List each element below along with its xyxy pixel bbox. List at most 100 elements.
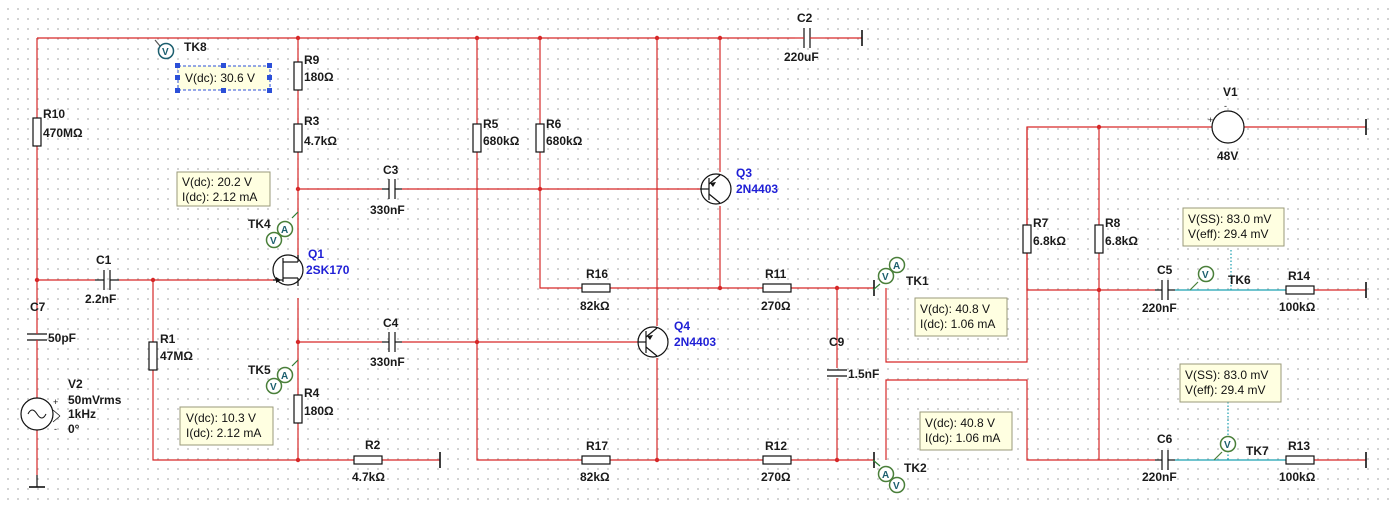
label-v2-frequency: 1kHz [68, 407, 96, 421]
probe-label-tk2: TK2 [904, 461, 927, 475]
resistor-r12[interactable] [762, 455, 792, 465]
label-r7-ref: R7 [1033, 216, 1049, 230]
dc-source-v1[interactable]: - + [1208, 101, 1245, 144]
label-c2-ref: C2 [797, 11, 813, 25]
resistor-r7[interactable] [1022, 224, 1032, 254]
probe-readout-tk6[interactable]: V(SS): 83.0 mV V(eff): 29.4 mV [1182, 207, 1285, 247]
svg-text:I(dc): 1.06 mA: I(dc): 1.06 mA [920, 317, 995, 331]
resistor-r11[interactable] [762, 283, 792, 293]
label-c7-ref: C7 [30, 300, 46, 314]
svg-text:I(dc): 1.06 mA: I(dc): 1.06 mA [925, 431, 1000, 445]
label-v1-value: 48V [1217, 149, 1238, 163]
resistor-r13[interactable] [1285, 455, 1315, 465]
label-c2-value: 220uF [784, 50, 819, 64]
svg-text:A: A [281, 371, 288, 382]
label-v2-ref: V2 [68, 377, 83, 391]
svg-text:V(SS): 83.0 mV: V(SS): 83.0 mV [1185, 368, 1268, 382]
resistor-r14[interactable] [1285, 285, 1315, 295]
capacitor-c5[interactable] [1155, 280, 1175, 300]
svg-text:V(dc): 30.6 V: V(dc): 30.6 V [185, 71, 255, 85]
probe-icon-tk2[interactable]: A V [872, 459, 906, 494]
label-r14-value: 100kΩ [1279, 300, 1316, 314]
wires [36, 37, 1366, 475]
probe-label-tk7: TK7 [1246, 444, 1269, 458]
svg-text:-: - [54, 424, 57, 434]
label-r11-value: 270Ω [761, 299, 791, 313]
resistor-r5[interactable] [472, 123, 482, 153]
label-r13-ref: R13 [1288, 439, 1310, 453]
label-r2-value: 4.7kΩ [352, 470, 385, 484]
label-q1-ref: Q1 [308, 247, 324, 261]
label-r5-value: 680kΩ [483, 134, 520, 148]
probe-icon-tk1[interactable]: V A [872, 256, 906, 291]
label-r8-ref: R8 [1105, 216, 1121, 230]
capacitor-c6[interactable] [1155, 450, 1175, 470]
resistor-r2[interactable] [353, 455, 383, 465]
label-c4-value: 330nF [370, 355, 405, 369]
probe-label-tk5: TK5 [248, 363, 271, 377]
svg-text:V: V [270, 236, 277, 247]
svg-text:A: A [281, 225, 288, 236]
label-r12-value: 270Ω [761, 470, 791, 484]
label-r16-value: 82kΩ [580, 299, 610, 313]
pnp-transistor-q3[interactable] [700, 173, 732, 205]
capacitor-c1[interactable] [95, 270, 119, 290]
label-c1-ref: C1 [96, 253, 112, 267]
resistor-r4[interactable] [293, 394, 303, 424]
probe-icon-tk4[interactable]: V A [265, 211, 299, 249]
capacitor-c9[interactable] [827, 369, 847, 377]
label-r16-ref: R16 [586, 267, 608, 281]
resistor-r1[interactable] [148, 341, 158, 371]
resistor-r9[interactable] [293, 61, 303, 91]
probe-icon-tk7[interactable]: V [1213, 435, 1237, 461]
label-c3-ref: C3 [383, 163, 399, 177]
label-q3-value: 2N4403 [736, 182, 778, 196]
probe-readout-tk1[interactable]: V(dc): 40.8 V I(dc): 1.06 mA [914, 297, 1008, 337]
label-v2-amplitude: 50mVrms [68, 393, 122, 407]
capacitor-c2[interactable] [795, 28, 825, 48]
label-r3-value: 4.7kΩ [304, 134, 337, 148]
resistor-r8[interactable] [1094, 224, 1104, 254]
svg-text:+: + [1208, 115, 1213, 125]
ac-source-v2[interactable]: + - [20, 397, 61, 434]
probe-readout-tk5[interactable]: V(dc): 10.3 V I(dc): 2.12 mA [179, 406, 274, 446]
capacitor-c4[interactable] [382, 332, 402, 352]
svg-text:V: V [882, 272, 889, 283]
svg-text:V(dc): 40.8 V: V(dc): 40.8 V [920, 302, 990, 316]
probe-readout-tk8[interactable]: V(dc): 30.6 V [175, 63, 272, 93]
label-r9-value: 180Ω [304, 70, 334, 84]
label-q4-value: 2N4403 [674, 335, 716, 349]
probe-readout-tk4[interactable]: V(dc): 20.2 V I(dc): 2.12 mA [176, 171, 271, 207]
svg-text:V(dc): 40.8 V: V(dc): 40.8 V [925, 416, 995, 430]
svg-text:V: V [1202, 270, 1209, 281]
label-r10-ref: R10 [43, 107, 65, 121]
label-r9-ref: R9 [304, 53, 320, 67]
probe-icon-tk5[interactable]: V A [265, 359, 299, 395]
label-c5-value: 220nF [1142, 301, 1177, 315]
label-r8-value: 6.8kΩ [1105, 234, 1138, 248]
svg-text:+: + [53, 397, 58, 407]
resistor-r6[interactable] [535, 123, 545, 153]
label-r17-ref: R17 [586, 439, 608, 453]
svg-text:V: V [270, 382, 277, 393]
jfet-q1[interactable] [272, 254, 304, 286]
pnp-transistor-q4[interactable] [637, 326, 669, 358]
probe-icon-tk6[interactable]: V [1189, 265, 1215, 291]
resistor-r10[interactable] [32, 117, 42, 147]
capacitor-c7[interactable] [27, 326, 47, 348]
svg-text:V(eff): 29.4 mV: V(eff): 29.4 mV [1188, 227, 1268, 241]
label-c6-value: 220nF [1142, 470, 1177, 484]
label-r17-value: 82kΩ [580, 470, 610, 484]
resistor-r16[interactable] [581, 283, 611, 293]
probe-readout-tk2[interactable]: V(dc): 40.8 V I(dc): 1.06 mA [919, 411, 1013, 451]
label-c4-ref: C4 [383, 316, 399, 330]
svg-text:A: A [893, 261, 900, 272]
capacitor-c3[interactable] [382, 179, 402, 199]
probe-icon-tk8[interactable]: V [154, 39, 175, 60]
resistor-r3[interactable] [293, 123, 303, 153]
probe-readout-tk7[interactable]: V(SS): 83.0 mV V(eff): 29.4 mV [1179, 363, 1282, 403]
svg-text:V(SS): 83.0 mV: V(SS): 83.0 mV [1188, 212, 1271, 226]
resistor-r17[interactable] [581, 455, 611, 465]
probe-label-tk6: TK6 [1228, 273, 1251, 287]
